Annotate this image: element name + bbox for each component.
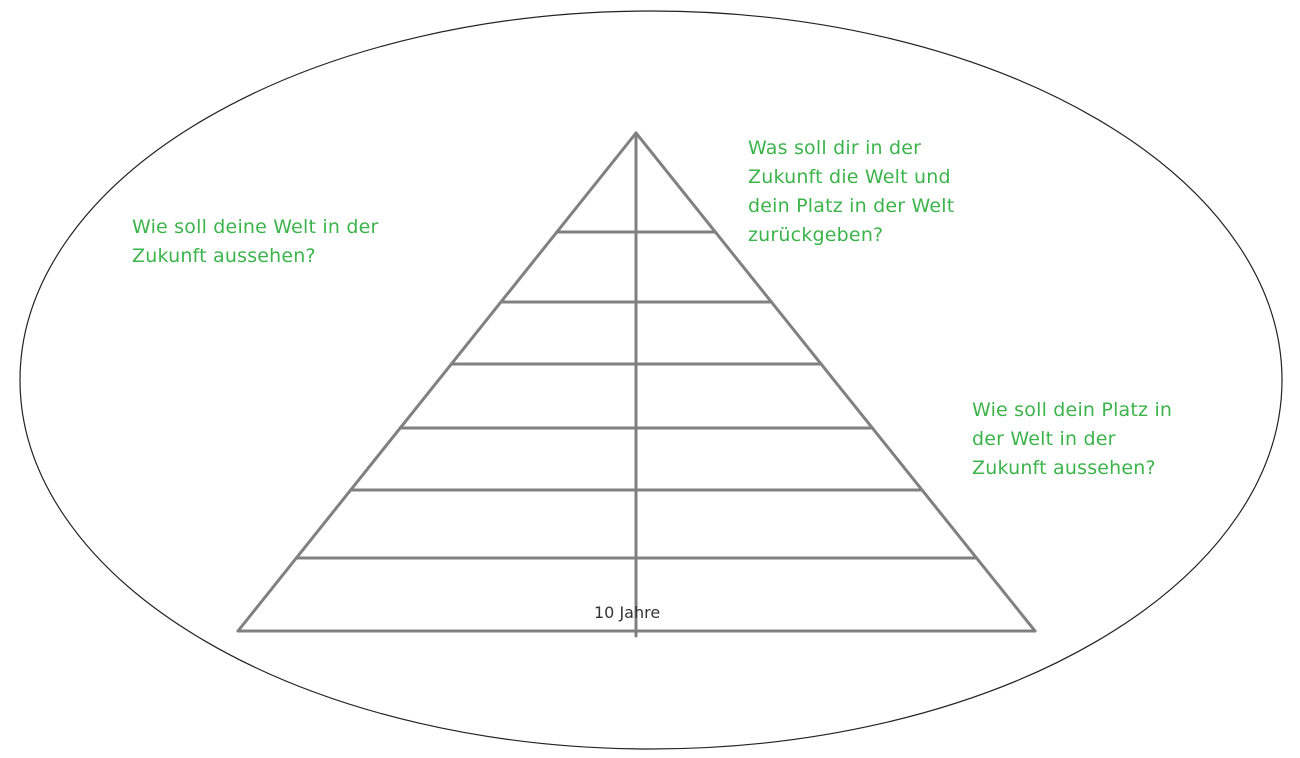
question-what-world-gives-back: Was soll dir in der Zukunft die Welt und… xyxy=(748,137,955,246)
pyramid xyxy=(236,131,1037,638)
pyramid-left-side xyxy=(236,131,638,633)
pyramid-base-label: 10 Jahre xyxy=(594,603,661,622)
pyramid-right-side xyxy=(634,131,1037,633)
question-world-future: Wie soll deine Welt in der Zukunft ausse… xyxy=(132,216,379,267)
outer-ellipse xyxy=(19,10,1283,750)
question-place-in-world-future: Wie soll dein Platz in der Welt in der Z… xyxy=(972,399,1173,479)
